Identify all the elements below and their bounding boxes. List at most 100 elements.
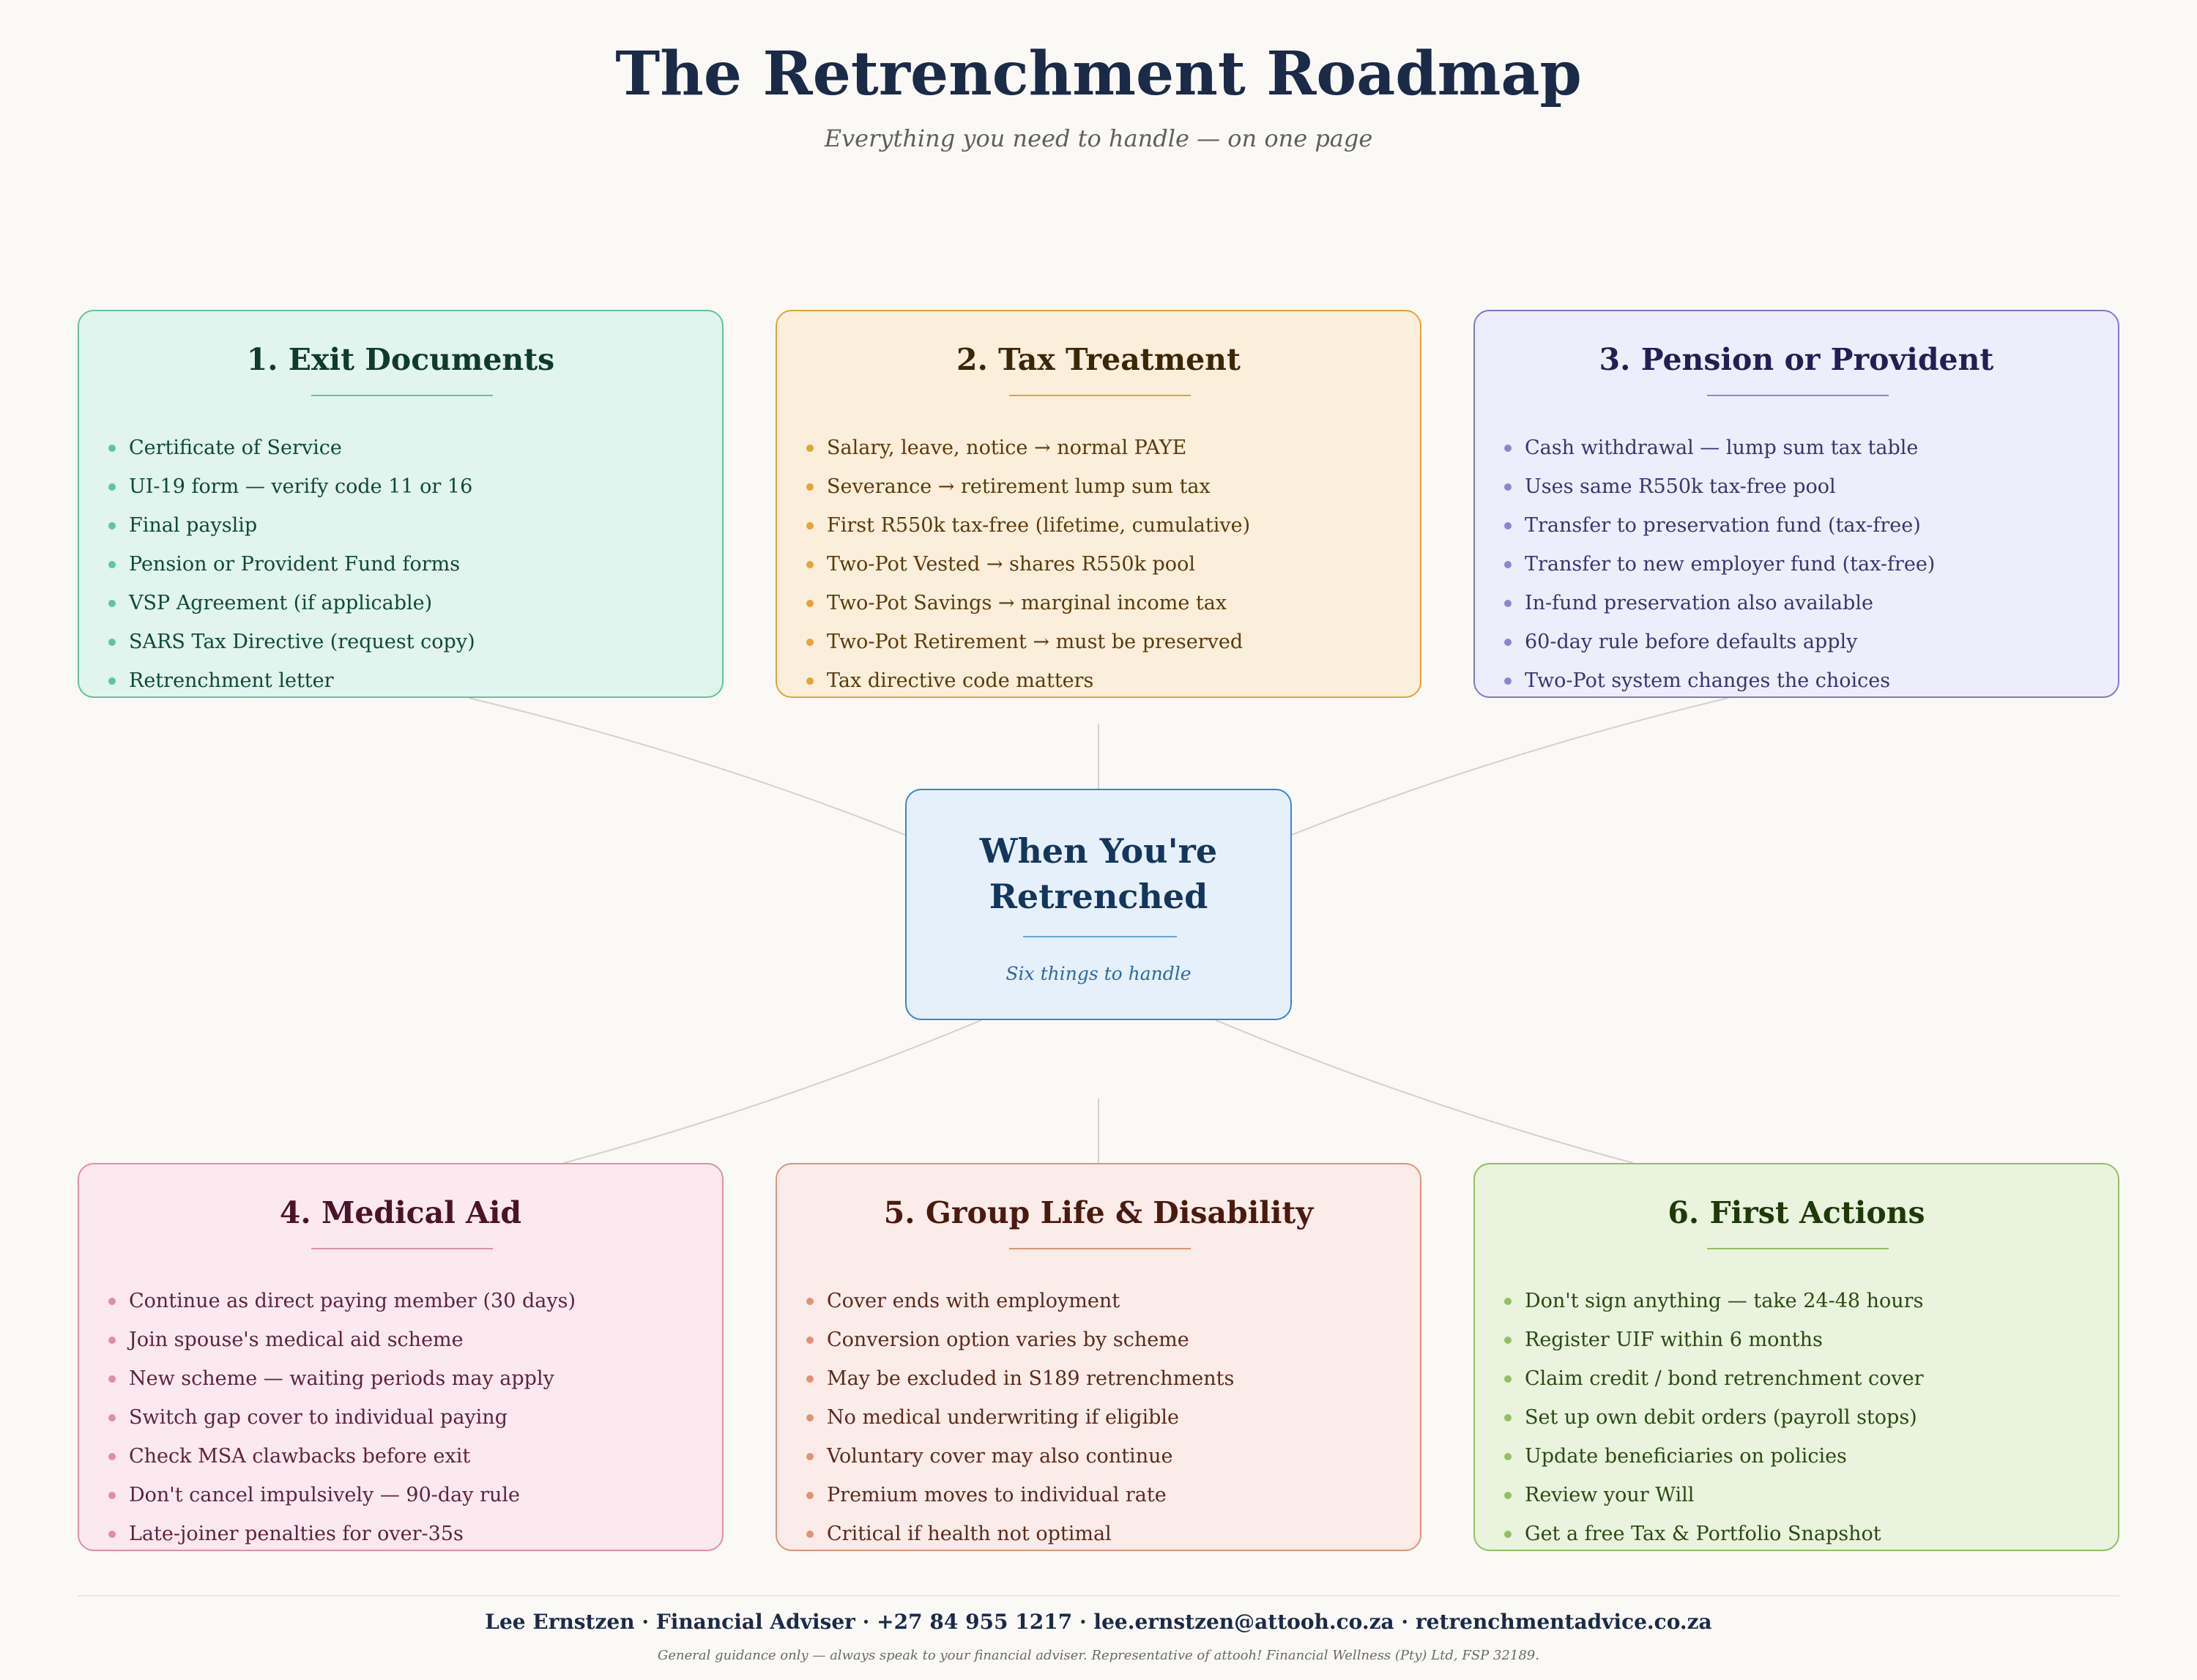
list-item: Two-Pot Savings → marginal income tax: [806, 584, 1405, 622]
connector-first-actions: [1215, 1019, 1634, 1164]
list-item: Cash withdrawal — lump sum tax table: [1504, 428, 2103, 467]
connector-pension-provident: [1291, 697, 1729, 836]
bullet-icon: [1504, 483, 1512, 491]
list-item: Voluntary cover may also continue: [806, 1437, 1405, 1476]
card-divider: [1707, 395, 1889, 396]
card-divider: [1009, 395, 1191, 396]
bullet-icon: [108, 1297, 116, 1305]
card-divider: [1009, 1248, 1191, 1249]
bullet-icon: [1504, 599, 1512, 607]
bullet-icon: [806, 1336, 814, 1344]
list-item: May be excluded in S189 retrenchments: [806, 1359, 1405, 1398]
bullet-icon: [1504, 1297, 1512, 1305]
list-item: Conversion option varies by scheme: [806, 1320, 1405, 1359]
list-item: Uses same R550k tax-free pool: [1504, 467, 2103, 506]
bullet-icon: [1504, 1413, 1512, 1421]
list-item: New scheme — waiting periods may apply: [108, 1359, 707, 1398]
card-divider: [311, 1248, 493, 1249]
bullet-icon: [108, 1375, 116, 1383]
card-title: 2. Tax Treatment: [956, 342, 1241, 377]
bullet-icon: [1504, 1491, 1512, 1499]
bullet-icon: [1504, 1530, 1512, 1538]
list-item: Pension or Provident Fund forms: [108, 545, 707, 584]
list-item: Late-joiner penalties for over-35s: [108, 1514, 707, 1553]
bullet-icon: [1504, 1452, 1512, 1460]
card-list: Cash withdrawal — lump sum tax table Use…: [1504, 428, 2103, 700]
bullet-icon: [1504, 638, 1512, 646]
list-item: VSP Agreement (if applicable): [108, 584, 707, 622]
bullet-icon: [806, 444, 814, 452]
bullet-icon: [1504, 444, 1512, 452]
list-item: In-fund preservation also available: [1504, 584, 2103, 622]
bullet-icon: [806, 1452, 814, 1460]
card-title: 3. Pension or Provident: [1599, 342, 1994, 377]
page-title: The Retrenchment Roadmap: [615, 39, 1582, 109]
list-item: Retrenchment letter: [108, 661, 707, 700]
card-title: 6. First Actions: [1668, 1195, 1925, 1230]
footer-disclaimer: General guidance only — always speak to …: [658, 1648, 1539, 1663]
bullet-icon: [806, 483, 814, 491]
bullet-icon: [1504, 560, 1512, 568]
list-item: No medical underwriting if eligible: [806, 1398, 1405, 1437]
card-pension-provident: 3. Pension or Provident Cash withdrawal …: [1473, 310, 2119, 698]
list-item: Check MSA clawbacks before exit: [108, 1437, 707, 1476]
central-tagline: Six things to handle: [1005, 963, 1192, 984]
central-divider: [1023, 936, 1177, 937]
bullet-icon: [108, 444, 116, 452]
list-item: Switch gap cover to individual paying: [108, 1398, 707, 1437]
card-title: 1. Exit Documents: [246, 342, 555, 377]
bullet-icon: [806, 1375, 814, 1383]
list-item: Premium moves to individual rate: [806, 1476, 1405, 1514]
bullet-icon: [108, 677, 116, 685]
card-group-life-disability: 5. Group Life & Disability Cover ends wi…: [776, 1163, 1421, 1551]
card-list: Cover ends with employment Conversion op…: [806, 1282, 1405, 1553]
list-item: Two-Pot Vested → shares R550k pool: [806, 545, 1405, 584]
bullet-icon: [806, 521, 814, 529]
bullet-icon: [108, 1491, 116, 1499]
bullet-icon: [806, 1297, 814, 1305]
card-list: Salary, leave, notice → normal PAYE Seve…: [806, 428, 1405, 700]
list-item: Don't sign anything — take 24-48 hours: [1504, 1282, 2103, 1320]
list-item: First R550k tax-free (lifetime, cumulati…: [806, 506, 1405, 545]
list-item: Cover ends with employment: [806, 1282, 1405, 1320]
bullet-icon: [108, 638, 116, 646]
bullet-icon: [806, 1530, 814, 1538]
bullet-icon: [806, 638, 814, 646]
bullet-icon: [806, 1491, 814, 1499]
bullet-icon: [108, 1452, 116, 1460]
list-item: Don't cancel impulsively — 90-day rule: [108, 1476, 707, 1514]
list-item: Claim credit / bond retrenchment cover: [1504, 1359, 2103, 1398]
list-item: Severance → retirement lump sum tax: [806, 467, 1405, 506]
list-item: Continue as direct paying member (30 day…: [108, 1282, 707, 1320]
card-medical-aid: 4. Medical Aid Continue as direct paying…: [78, 1163, 724, 1551]
connector-exit-documents: [468, 697, 906, 836]
bullet-icon: [1504, 1375, 1512, 1383]
list-item: Certificate of Service: [108, 428, 707, 467]
bullet-icon: [1504, 521, 1512, 529]
bullet-icon: [108, 483, 116, 491]
list-item: Final payslip: [108, 506, 707, 545]
bullet-icon: [806, 560, 814, 568]
page-subtitle: Everything you need to handle — on one p…: [824, 124, 1373, 152]
list-item: Transfer to new employer fund (tax-free): [1504, 545, 2103, 584]
card-divider: [1707, 1248, 1889, 1249]
list-item: Critical if health not optimal: [806, 1514, 1405, 1553]
list-item: Join spouse's medical aid scheme: [108, 1320, 707, 1359]
list-item: Two-Pot Retirement → must be preserved: [806, 622, 1405, 661]
card-divider: [311, 395, 493, 396]
list-item: Two-Pot system changes the choices: [1504, 661, 2103, 700]
list-item: Update beneficiaries on policies: [1504, 1437, 2103, 1476]
list-item: Salary, leave, notice → normal PAYE: [806, 428, 1405, 467]
list-item: Transfer to preservation fund (tax-free): [1504, 506, 2103, 545]
bullet-icon: [108, 1530, 116, 1538]
bullet-icon: [108, 1413, 116, 1421]
list-item: Set up own debit orders (payroll stops): [1504, 1398, 2103, 1437]
card-first-actions: 6. First Actions Don't sign anything — t…: [1473, 1163, 2119, 1551]
list-item: Tax directive code matters: [806, 661, 1405, 700]
bullet-icon: [806, 599, 814, 607]
bullet-icon: [1504, 1336, 1512, 1344]
bullet-icon: [1504, 677, 1512, 685]
footer-contact: Lee Ernstzen · Financial Adviser · +27 8…: [485, 1610, 1712, 1634]
